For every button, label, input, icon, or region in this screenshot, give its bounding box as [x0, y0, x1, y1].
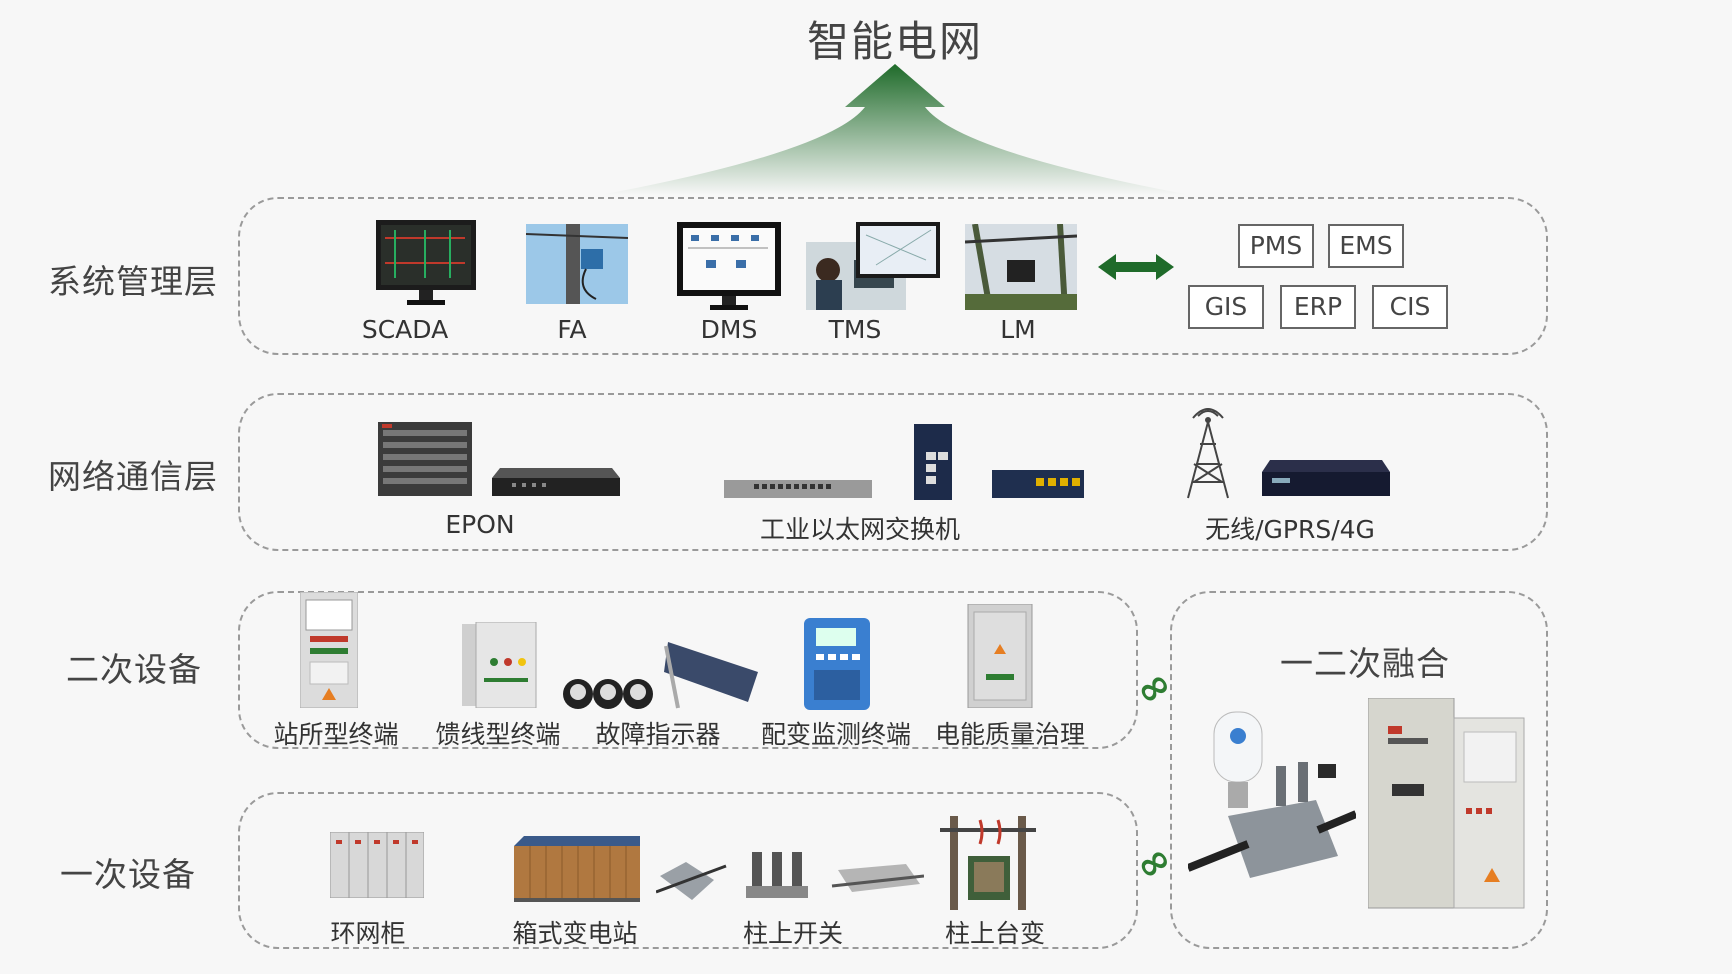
caption-dms: DMS: [700, 315, 758, 344]
system-layer-box: [238, 197, 1548, 355]
box-substation-image: [514, 836, 640, 902]
caption-epon: EPON: [445, 510, 515, 539]
fusion-box: [1170, 591, 1548, 949]
radio-tower-image: [1187, 408, 1229, 499]
caption-pole-switch: 柱上开关: [742, 919, 843, 948]
pole-transformer-image: [940, 816, 1036, 910]
ring-main-unit-image: [330, 832, 424, 898]
layer-label-primary: 一次设备: [60, 855, 196, 894]
epon-chassis-image: [378, 422, 472, 496]
lm-pole-image: [965, 224, 1077, 310]
primary-layer-box: [238, 792, 1138, 949]
caption-feeder-terminal: 馈线型终端: [435, 720, 561, 749]
industrial-switch-image: [992, 470, 1084, 498]
layer-label-network: 网络通信层: [48, 457, 218, 496]
feeder-terminal-image: [462, 622, 537, 708]
system-box-ems: EMS: [1328, 224, 1404, 268]
caption-fa: FA: [557, 315, 587, 344]
epon-olt-image: [492, 468, 620, 496]
dms-monitor-image: [677, 222, 781, 310]
fusion-cabinet-image: [1368, 698, 1525, 909]
layer-label-system: 系统管理层: [48, 262, 218, 301]
layer-label-secondary: 二次设备: [66, 650, 202, 689]
pole-switch-image: [656, 852, 924, 900]
gprs-router-image: [1262, 460, 1390, 496]
double-arrow-icon: [1098, 254, 1174, 280]
fusion-switch-image: [1188, 711, 1356, 878]
caption-ethernet-switch: 工业以太网交换机: [759, 515, 960, 544]
caption-wireless: 无线/GPRS/4G: [1205, 515, 1375, 544]
station-terminal-cabinet-image: [300, 592, 358, 708]
caption-scada: SCADA: [361, 315, 449, 344]
caption-fault-indicator: 故障指示器: [595, 720, 721, 749]
system-box-gis: GIS: [1188, 285, 1264, 329]
fusion-label: 一二次融合: [1280, 644, 1450, 683]
caption-power-quality: 电能质量治理: [934, 720, 1085, 749]
caption-distribution-monitor: 配变监测终端: [760, 720, 911, 749]
system-box-cis: CIS: [1372, 285, 1448, 329]
upward-arrow: [600, 64, 1190, 195]
secondary-layer-box: [238, 591, 1138, 749]
system-box-erp: ERP: [1280, 285, 1356, 329]
network-layer-box: [238, 393, 1548, 551]
page-title: 智能电网: [806, 17, 983, 66]
scada-monitor-image: [376, 220, 476, 305]
power-quality-cabinet-image: [967, 604, 1033, 708]
ethernet-switch-rack-image: [724, 480, 872, 498]
caption-station-terminal: 站所型终端: [273, 720, 399, 749]
caption-lm: LM: [1000, 315, 1036, 344]
system-box-pms: PMS: [1238, 224, 1314, 268]
caption-ring-main-unit: 环网柜: [330, 919, 406, 948]
fault-indicator-image: [563, 642, 758, 709]
caption-pole-transformer: 柱上台变: [944, 919, 1045, 948]
distribution-monitor-terminal-image: [804, 618, 870, 710]
fa-pole-image: [526, 224, 628, 304]
caption-box-substation: 箱式变电站: [512, 919, 638, 948]
tms-control-room-image: [806, 222, 940, 310]
din-rail-switch-image: [914, 424, 952, 500]
caption-tms: TMS: [828, 315, 882, 344]
